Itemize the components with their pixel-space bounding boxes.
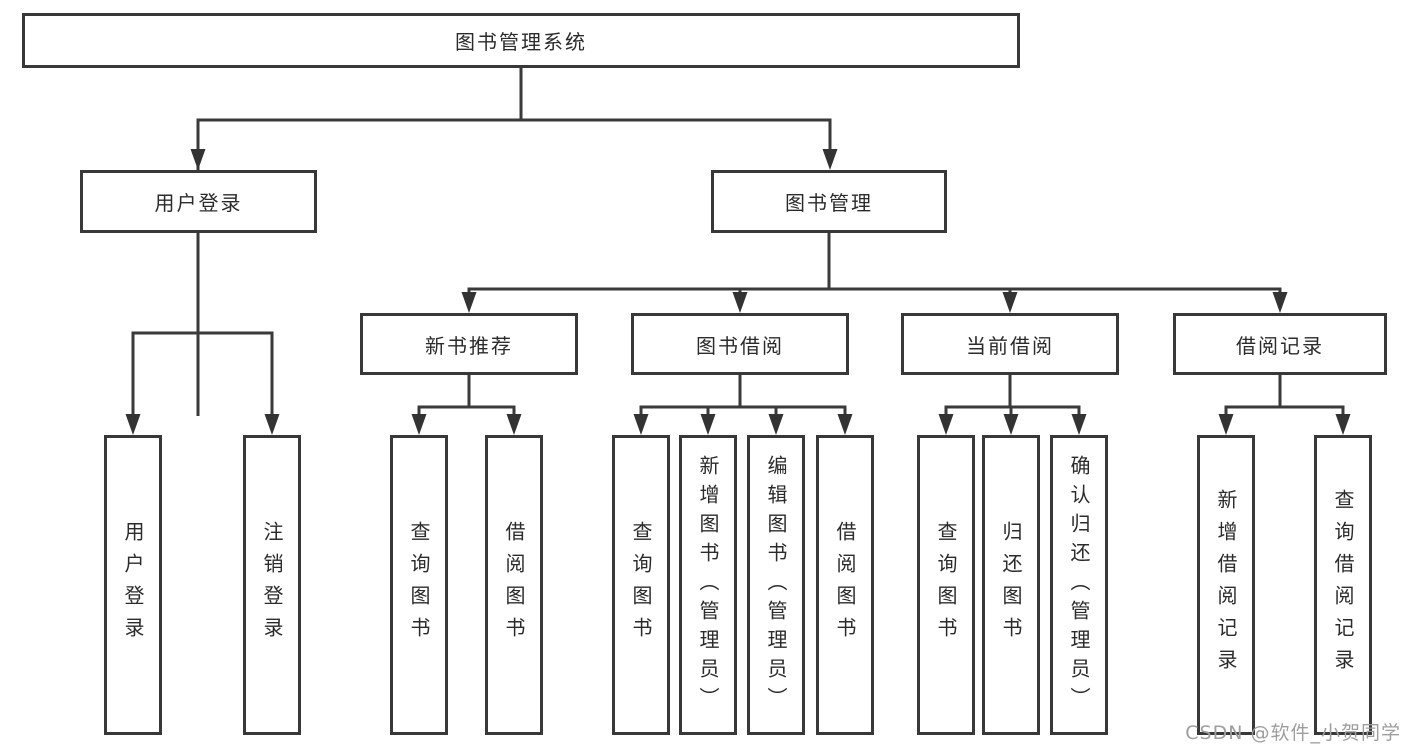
arrowhead-icon — [633, 414, 853, 435]
leaf-label: 借阅图书 — [502, 521, 526, 649]
csdn-watermark: CSDN @软件_小贺同学 — [1185, 722, 1401, 744]
connector-line — [944, 375, 1081, 416]
connector-line — [639, 375, 847, 416]
leaf-label: 确认归还（管理员） — [1067, 454, 1091, 716]
leaf-label: 查询图书 — [629, 521, 653, 649]
connector-borrow-records-children — [1218, 375, 1351, 435]
leaf-label: 归还图书 — [999, 521, 1023, 649]
leaf-query-books-borrow: 查询图书 — [612, 435, 670, 735]
connector-user-login-children — [125, 233, 280, 435]
leaf-add-books-admin: 新增图书（管理员） — [679, 435, 737, 735]
arrowhead-icon — [938, 414, 1087, 435]
arrowhead-icon — [125, 414, 280, 435]
connector-book-management-children — [461, 233, 1288, 313]
connector-line — [417, 375, 516, 416]
connector-line — [131, 233, 274, 416]
leaf-logout: 注销登录 — [243, 435, 301, 735]
leaf-label: 借阅图书 — [833, 521, 857, 649]
arrowhead-icon — [411, 414, 522, 435]
arrowhead-icon — [1218, 414, 1351, 435]
connector-new-book-children — [411, 375, 522, 435]
leaf-label: 编辑图书（管理员） — [764, 454, 788, 716]
leaf-edit-books-admin: 编辑图书（管理员） — [747, 435, 805, 735]
node-book-borrow: 图书借阅 — [631, 313, 849, 375]
leaf-borrow-books: 借阅图书 — [816, 435, 874, 735]
node-new-book-recommend: 新书推荐 — [360, 313, 578, 375]
node-borrow-records: 借阅记录 — [1173, 313, 1387, 375]
node-root-system: 图书管理系统 — [22, 13, 1020, 68]
leaf-return-books: 归还图书 — [982, 435, 1040, 735]
leaf-label: 查询图书 — [934, 521, 958, 649]
leaf-label: 用户登录 — [121, 521, 145, 649]
leaf-user-login: 用户登录 — [104, 435, 162, 735]
arrowhead-icon — [190, 149, 838, 170]
connector-line — [1224, 375, 1345, 416]
leaf-label: 注销登录 — [260, 521, 284, 649]
connector-book-borrow-children — [633, 375, 853, 435]
connector-line — [196, 68, 832, 416]
leaf-label: 新增借阅记录 — [1214, 489, 1238, 681]
connector-root-to-level2 — [196, 68, 832, 416]
leaf-label: 查询图书 — [407, 521, 431, 649]
leaf-label: 新增图书（管理员） — [696, 454, 720, 716]
node-user-login: 用户登录 — [80, 170, 317, 233]
node-current-borrow: 当前借阅 — [901, 313, 1119, 375]
node-book-management: 图书管理 — [711, 170, 947, 233]
connector-current-borrow-children — [938, 375, 1087, 435]
leaf-borrow-books-recommend: 借阅图书 — [485, 435, 543, 735]
connector-root-to-level2-arrows — [190, 149, 838, 170]
leaf-query-borrow-record: 查询借阅记录 — [1314, 435, 1372, 735]
arrowhead-icon — [461, 292, 1288, 313]
leaf-label: 查询借阅记录 — [1331, 489, 1355, 681]
leaf-query-books-recommend: 查询图书 — [390, 435, 448, 735]
leaf-add-borrow-record: 新增借阅记录 — [1197, 435, 1255, 735]
leaf-confirm-return-admin: 确认归还（管理员） — [1050, 435, 1108, 735]
connector-line — [467, 233, 1282, 294]
leaf-query-books-current: 查询图书 — [917, 435, 975, 735]
